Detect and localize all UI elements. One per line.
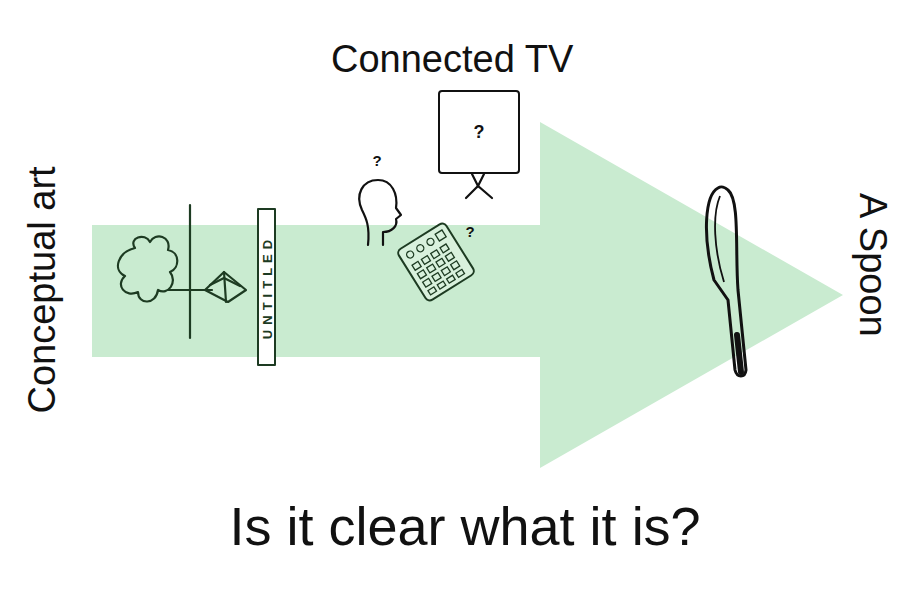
remote-sketch <box>396 222 475 303</box>
axis-label: Conceptual art <box>21 166 63 413</box>
node-label: ? <box>474 123 485 141</box>
question-mark: ? <box>373 153 382 170</box>
axis-label: A Spoon <box>851 193 893 337</box>
tree-sketch <box>118 205 246 338</box>
head-sketch <box>359 180 401 245</box>
tv-screen: ? <box>438 90 520 174</box>
category-label: Connected TV <box>331 39 573 81</box>
plaque-box: UNTITLED <box>257 208 276 366</box>
spoon-sketch <box>706 187 746 376</box>
node-label: UNTITLED <box>260 235 273 339</box>
tv-stand <box>466 174 492 198</box>
question-mark: ? <box>466 224 475 241</box>
caption: Is it clear what it is? <box>230 497 701 556</box>
